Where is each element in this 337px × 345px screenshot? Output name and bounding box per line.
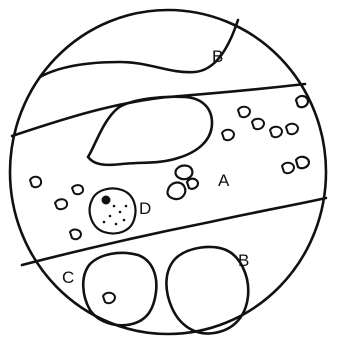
label-b-top: B: [212, 47, 223, 66]
label-a: A: [218, 171, 230, 190]
label-b-bottom: B: [238, 251, 249, 270]
label-c: C: [62, 268, 74, 287]
field-of-view-circle: [10, 10, 326, 334]
cell-c-outline: [83, 253, 156, 325]
particle-d: [90, 188, 136, 233]
cell-b-top-boundary: [40, 20, 238, 77]
band-a-lower-edge: [22, 198, 326, 265]
label-d: D: [139, 199, 151, 218]
cell-b-bottom-outline: [166, 247, 248, 334]
